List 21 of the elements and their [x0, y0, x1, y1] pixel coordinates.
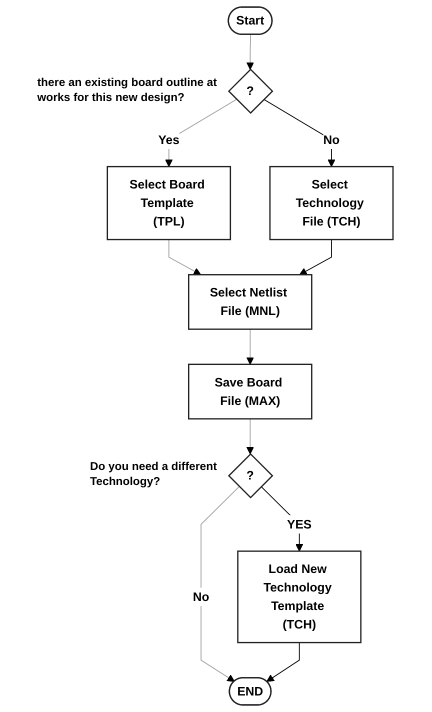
- edge-label: YES: [287, 516, 312, 531]
- node-box: Select Netlist File (MNL): [188, 274, 312, 330]
- node-diamond: ?: [228, 453, 274, 498]
- arrow: [246, 418, 254, 454]
- edge-label: No: [192, 589, 210, 604]
- arrow: [299, 239, 332, 276]
- question-text: Do you need a different Technology?: [90, 460, 218, 490]
- node-box: Select Technology File (TCH): [269, 166, 394, 240]
- arrow: [165, 98, 237, 167]
- node-box: Load New Technology Template (TCH): [237, 550, 362, 644]
- arrow: [246, 328, 254, 365]
- node-box: Save Board File (MAX): [188, 364, 312, 420]
- edge-label: No: [323, 132, 340, 146]
- arrow: [266, 642, 300, 682]
- question-text: there an existing board outline at works for this new design?: [37, 75, 218, 106]
- node-box: Select Board Template (TPL): [106, 166, 232, 240]
- arrow: [246, 34, 254, 70]
- node-diamond: ?: [228, 68, 274, 114]
- edge-label: Yes: [158, 132, 180, 146]
- arrow: [200, 486, 240, 682]
- arrow: [168, 239, 202, 276]
